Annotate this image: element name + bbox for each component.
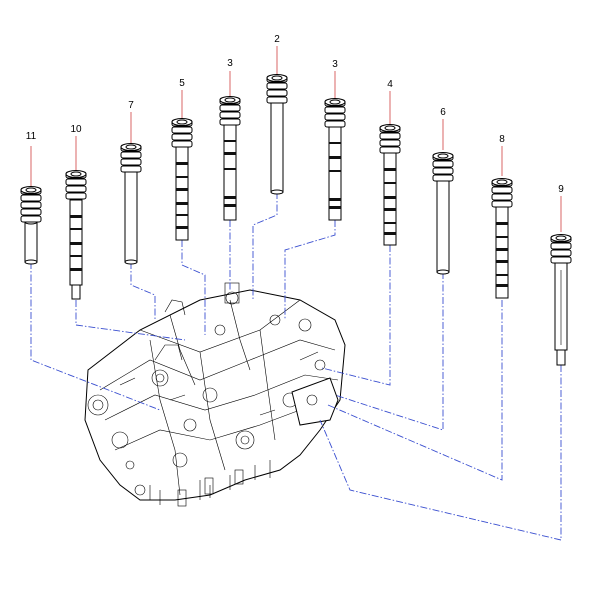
callout-10: 10 — [70, 124, 82, 135]
spool-8 — [491, 178, 513, 299]
callout-labels: 11 10 7 5 3 2 3 4 6 8 9 — [26, 34, 564, 195]
callout-6: 6 — [440, 107, 446, 118]
control-valve-block — [84, 282, 346, 507]
callout-4: 4 — [387, 79, 393, 90]
callout-11: 11 — [26, 131, 37, 142]
callout-8: 8 — [499, 134, 505, 145]
callout-leaders — [30, 46, 562, 232]
callout-2: 2 — [274, 34, 280, 45]
callout-9: 9 — [558, 184, 564, 195]
spool-11 — [20, 186, 42, 265]
assembly-lines — [30, 192, 562, 541]
callout-7: 7 — [128, 100, 134, 111]
spool-5 — [171, 118, 193, 241]
spool-3-right — [324, 98, 346, 221]
spool-6 — [432, 152, 454, 275]
spool-2 — [266, 74, 288, 195]
callout-5: 5 — [179, 78, 185, 89]
spool-4 — [379, 124, 401, 246]
spool-3-left — [219, 96, 241, 221]
spool-10 — [65, 170, 87, 300]
callout-3-right: 3 — [332, 59, 338, 70]
spool-7 — [120, 143, 142, 265]
spool-9 — [550, 234, 572, 366]
callout-3-left: 3 — [227, 58, 233, 69]
